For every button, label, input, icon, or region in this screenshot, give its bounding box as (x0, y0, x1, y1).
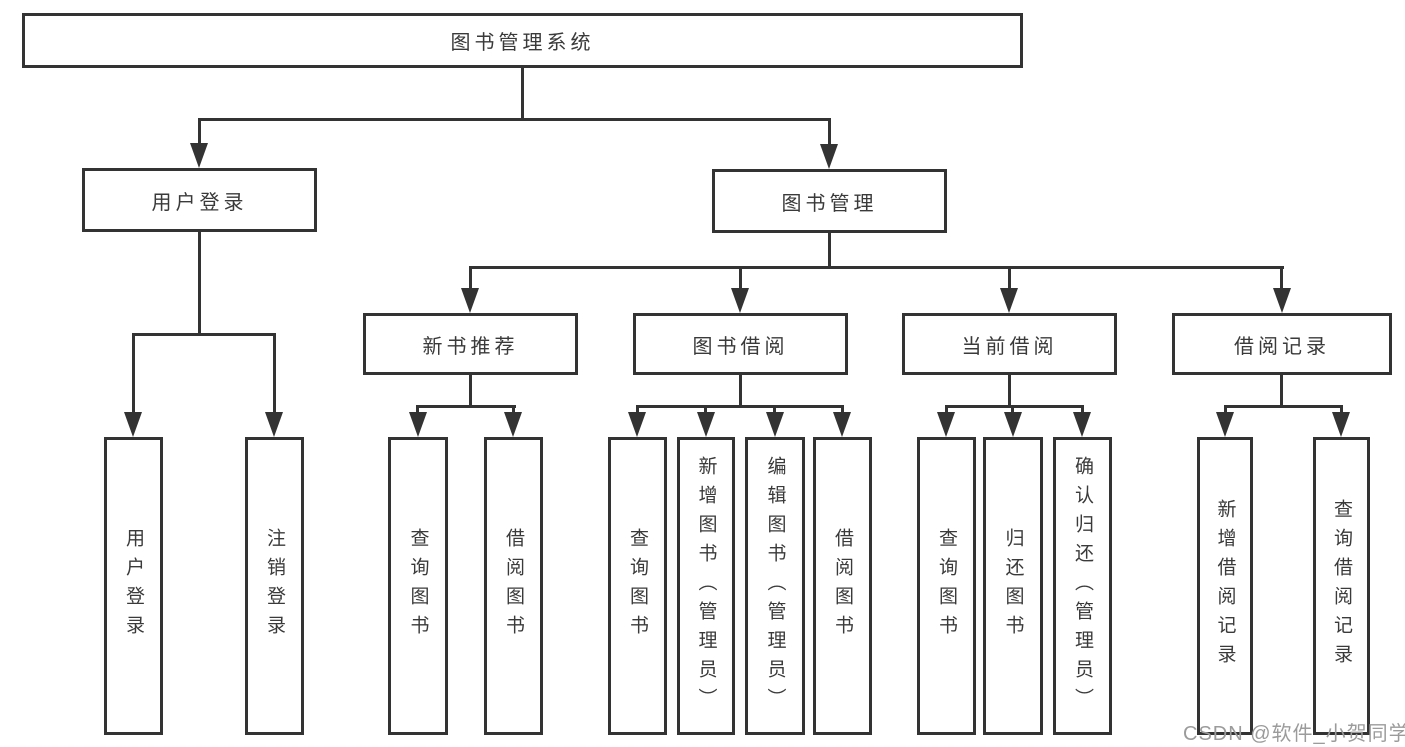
node-label: 查询图书 (627, 528, 648, 644)
node-leaf-confirm-return-admin: 确认归还（管理员） (1053, 437, 1112, 735)
arrow-down-icon (265, 412, 283, 437)
node-leaf-add-borrow-record: 新增借阅记录 (1197, 437, 1253, 735)
connector-book-mgmt-stem (828, 233, 831, 269)
node-label: 编辑图书（管理员） (764, 455, 786, 717)
node-book-borrowing: 图书借阅 (633, 313, 848, 375)
arrow-down-icon (461, 288, 479, 313)
arrow-down-icon (766, 412, 784, 437)
connector-current-borrow-stem (1008, 375, 1011, 408)
node-label: 借阅图书 (503, 528, 524, 644)
node-label: 新增图书（管理员） (695, 455, 717, 717)
node-leaf-query-borrow-record: 查询借阅记录 (1313, 437, 1370, 735)
connector-to-leaf (773, 405, 776, 413)
connector-to-leaf (132, 333, 135, 413)
arrow-down-icon (697, 412, 715, 437)
connector-to-leaf (273, 333, 276, 413)
node-label: 注销登录 (264, 528, 285, 644)
connector-to-user-login (198, 118, 201, 146)
connector-new-book-rail (416, 405, 516, 408)
arrow-down-icon (1216, 412, 1234, 437)
arrow-down-icon (628, 412, 646, 437)
node-leaf-query-books-3: 查询图书 (917, 437, 976, 735)
node-label: 借阅图书 (832, 528, 853, 644)
connector-to-leaf (841, 405, 844, 413)
node-label: 确认归还（管理员） (1072, 455, 1093, 717)
csdn-watermark: CSDN @软件_小贺同学 (1183, 723, 1405, 745)
connector-user-login-rail (132, 333, 276, 336)
node-label: 图书借阅 (692, 335, 789, 358)
connector-current-borrow-rail (945, 405, 1084, 408)
connector-to-leaf (512, 405, 515, 413)
node-library-management-system: 图书管理系统 (22, 13, 1023, 68)
arrow-down-icon (937, 412, 955, 437)
node-leaf-add-books-admin: 新增图书（管理员） (677, 437, 735, 735)
node-label: 图书管理 (781, 192, 878, 215)
node-label: 借阅记录 (1234, 335, 1330, 358)
arrow-down-icon (731, 288, 749, 313)
node-leaf-return-books: 归还图书 (983, 437, 1043, 735)
node-label: 新书推荐 (422, 335, 519, 358)
arrow-down-icon (1000, 288, 1018, 313)
connector-root-stem (521, 68, 524, 120)
node-user-login: 用户登录 (82, 168, 317, 232)
connector-borrow-record-stem (1280, 375, 1283, 408)
connector-to-leaf (704, 405, 707, 413)
connector-to-leaf (1340, 405, 1343, 413)
arrow-down-icon (833, 412, 851, 437)
node-leaf-borrow-books-2: 借阅图书 (813, 437, 872, 735)
connector-level2-rail (198, 118, 831, 121)
arrow-down-icon (1004, 412, 1022, 437)
node-leaf-logout: 注销登录 (245, 437, 304, 735)
node-label: 用户登录 (123, 528, 144, 644)
connector-to-leaf (416, 405, 419, 413)
connector-level3-rail (469, 266, 1284, 269)
node-leaf-user-login: 用户登录 (104, 437, 163, 735)
node-label: 当前借阅 (961, 335, 1058, 358)
node-label: 查询图书 (407, 528, 429, 644)
node-label: 查询借阅记录 (1331, 499, 1352, 673)
connector-to-current-borrow (1008, 266, 1011, 290)
connector-to-leaf (636, 405, 639, 413)
node-new-book-recommend: 新书推荐 (363, 313, 578, 375)
connector-to-leaf (1011, 405, 1014, 413)
arrow-down-icon (1332, 412, 1350, 437)
connector-new-book-stem (469, 375, 472, 408)
node-book-management: 图书管理 (712, 169, 947, 233)
node-leaf-borrow-books-1: 借阅图书 (484, 437, 543, 735)
arrow-down-icon (190, 143, 208, 168)
node-label: 用户登录 (151, 191, 248, 214)
node-label: 图书管理系统 (450, 32, 595, 54)
node-current-borrowing: 当前借阅 (902, 313, 1117, 375)
arrow-down-icon (1073, 412, 1091, 437)
connector-user-login-stem (198, 232, 201, 335)
connector-to-leaf (1081, 405, 1084, 413)
connector-to-leaf (1224, 405, 1227, 413)
node-leaf-edit-books-admin: 编辑图书（管理员） (745, 437, 805, 735)
node-leaf-query-books-1: 查询图书 (388, 437, 448, 735)
connector-to-new-book (469, 266, 472, 290)
connector-to-leaf (945, 405, 948, 413)
arrow-down-icon (409, 412, 427, 437)
node-leaf-query-books-2: 查询图书 (608, 437, 667, 735)
connector-book-borrow-stem (739, 375, 742, 408)
arrow-down-icon (1273, 288, 1291, 313)
node-borrowing-records: 借阅记录 (1172, 313, 1392, 375)
arrow-down-icon (820, 144, 838, 169)
connector-to-book-borrow (739, 266, 742, 290)
arrow-down-icon (504, 412, 522, 437)
connector-borrow-record-rail (1224, 405, 1343, 408)
arrow-down-icon (124, 412, 142, 437)
node-label: 查询图书 (936, 528, 957, 644)
node-label: 归还图书 (1002, 528, 1024, 644)
connector-to-book-management (828, 118, 831, 146)
connector-book-borrow-rail (636, 405, 844, 408)
connector-to-borrow-record (1280, 266, 1283, 290)
node-label: 新增借阅记录 (1214, 499, 1236, 673)
